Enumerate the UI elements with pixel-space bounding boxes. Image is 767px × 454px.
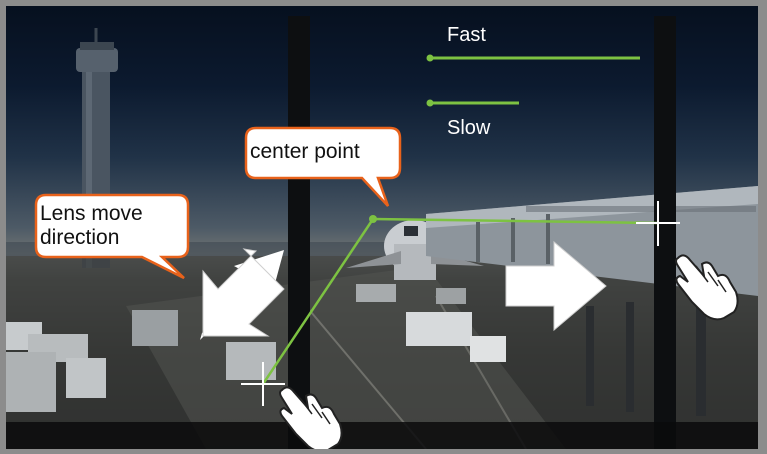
guide-line-right — [372, 217, 659, 225]
guide-lines — [261, 215, 659, 385]
fast-line-dot — [426, 54, 434, 62]
lens-direction-arrow-icon — [202, 248, 285, 337]
center-point-dot — [369, 215, 377, 223]
window-pillar-right — [654, 16, 676, 449]
camera-view[interactable]: Fast Slow center point Lens move directi… — [6, 6, 758, 449]
crosshair-icon — [636, 201, 680, 246]
ground-vehicles — [6, 284, 506, 412]
overlay — [34, 54, 739, 449]
center-point-callout — [244, 126, 402, 207]
speed-legend — [426, 54, 640, 107]
window-pillar-left — [288, 16, 310, 449]
fast-label: Fast — [447, 24, 486, 46]
center-point-callout-text: center point — [250, 140, 360, 163]
lens-move-callout-line1: Lens move — [40, 202, 143, 225]
lens-move-callout — [34, 193, 190, 280]
slow-line-dot — [426, 99, 434, 107]
guide-line-left — [261, 218, 375, 385]
lens-move-callout-line2: direction — [40, 226, 120, 249]
crosshair-icon — [241, 362, 285, 406]
hand-pointer-icon — [675, 254, 739, 321]
pan-right-arrow-icon — [505, 240, 607, 332]
hand-pointer-icon — [279, 386, 343, 449]
slow-label: Slow — [447, 117, 491, 139]
